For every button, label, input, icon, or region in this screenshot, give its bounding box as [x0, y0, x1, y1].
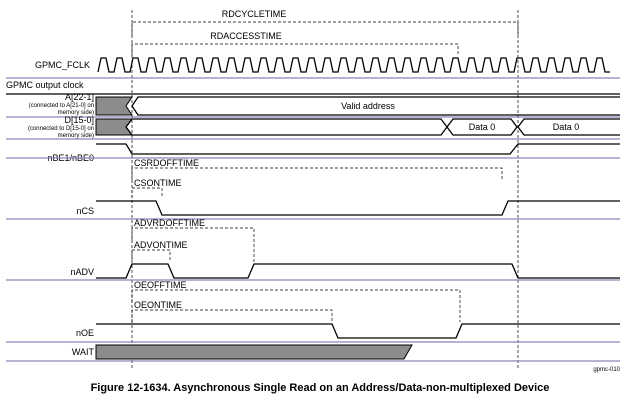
- gpmc-fclk-label: GPMC_FCLK: [35, 60, 90, 70]
- data-label: D[15-0]: [64, 115, 94, 125]
- data0-first-label: Data 0: [469, 122, 496, 132]
- nadv-label: nADV: [70, 267, 94, 277]
- addr-note-line2: memory side): [58, 110, 94, 116]
- data0-second-label: Data 0: [553, 122, 580, 132]
- rdaccesstime-bracket: [131, 43, 459, 56]
- addr-note-line1: (connected to A[21-0] on: [29, 103, 94, 109]
- nadv-waveform: [96, 263, 620, 279]
- wait-invalid-region: [95, 344, 413, 360]
- gpmc-output-clock-label: GPMC output clock: [6, 80, 84, 90]
- wait-label: WAIT: [72, 347, 95, 357]
- advontime-bracket: [131, 249, 171, 260]
- addr-invalid-region: [95, 96, 133, 116]
- rdcycletime-bracket: [131, 21, 519, 36]
- rdcycletime-label: RDCYCLETIME: [222, 9, 287, 19]
- gpmc-fclk-waveform: [97, 57, 610, 73]
- advrdofftime-label: ADVRDOFFTIME: [134, 218, 205, 228]
- data0-second: [517, 118, 620, 136]
- csrdofftime-bracket: [131, 167, 503, 180]
- oeofftime-label: OEOFFTIME: [134, 280, 187, 290]
- data-note-line1: (connected to D[15-0] on: [28, 126, 94, 132]
- data-highz-region: [125, 118, 448, 136]
- csontime-label: CSONTIME: [134, 178, 182, 188]
- csontime-bracket: [131, 187, 163, 198]
- csrdofftime-label: CSRDOFFTIME: [134, 158, 199, 168]
- valid-address-label: Valid address: [341, 101, 395, 111]
- ncs-waveform: [96, 200, 620, 216]
- noe-label: nOE: [76, 328, 94, 338]
- data0-first: [446, 118, 518, 136]
- oeofftime-bracket: [131, 289, 461, 322]
- oeontime-bracket: [131, 309, 333, 322]
- data-note-line2: memory side): [58, 133, 94, 139]
- advontime-label: ADVONTIME: [134, 240, 188, 250]
- addr-valid-region: [131, 96, 620, 116]
- oeontime-label: OEONTIME: [134, 300, 182, 310]
- nbe-waveform: [96, 143, 620, 155]
- figure-id: gpmc-010: [593, 367, 620, 373]
- noe-waveform: [96, 323, 620, 339]
- rdaccesstime-label: RDACCESSTIME: [210, 31, 282, 41]
- ncs-label: nCS: [76, 206, 94, 216]
- advrdofftime-bracket: [131, 227, 255, 262]
- figure-caption: Figure 12-1634. Asynchronous Single Read…: [91, 382, 550, 394]
- addr-label: A[22-1]: [65, 92, 94, 102]
